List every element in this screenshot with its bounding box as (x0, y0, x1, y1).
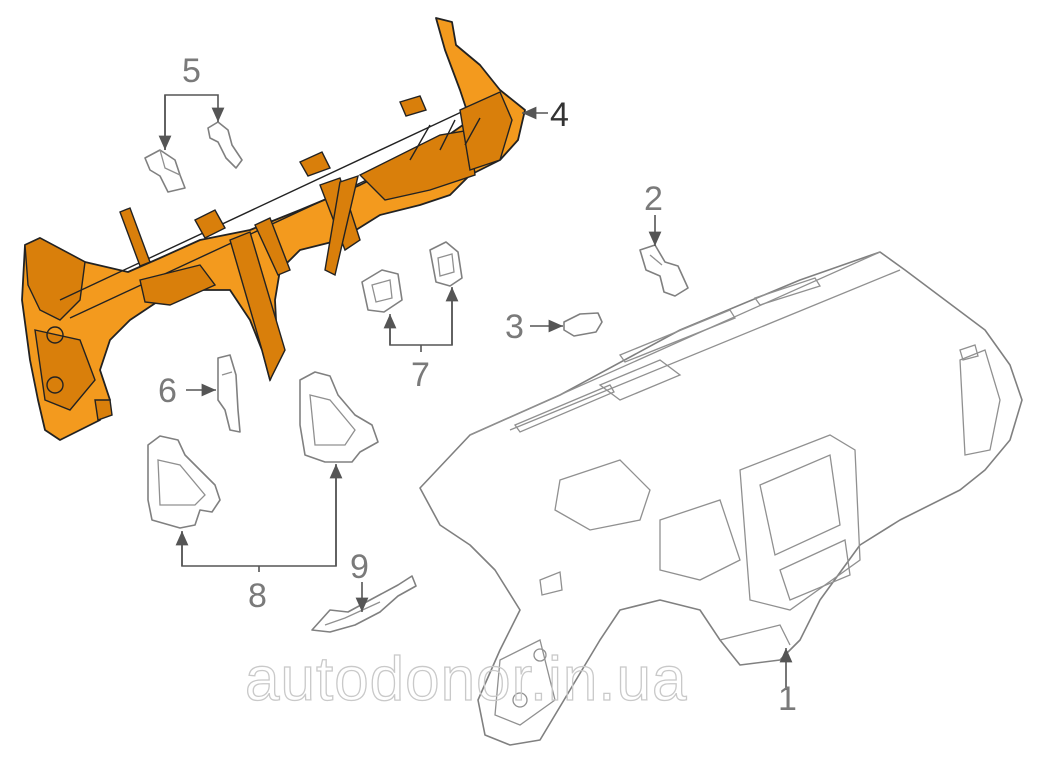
leader-lines (158, 94, 793, 690)
clip-part-3 (563, 312, 603, 337)
bracket-part-2 (639, 244, 689, 297)
callout-1: 1 (778, 680, 797, 718)
watermark: autodonor.in.ua (245, 645, 688, 714)
callout-6: 6 (158, 372, 177, 410)
callout-7: 7 (411, 356, 430, 394)
brackets-part-8 (147, 371, 379, 529)
callout-8: 8 (248, 577, 267, 615)
callout-5: 5 (182, 52, 201, 90)
callout-9: 9 (350, 548, 369, 586)
pads-part-7 (361, 241, 463, 313)
callout-4: 4 (550, 96, 569, 134)
cross-car-beam-part-4 (21, 17, 526, 441)
callout-3: 3 (505, 308, 524, 346)
callout-2: 2 (644, 180, 663, 218)
brackets-part-5 (144, 121, 243, 193)
plate-part-6 (217, 354, 241, 433)
instrument-panel-part-1 (419, 251, 1023, 746)
